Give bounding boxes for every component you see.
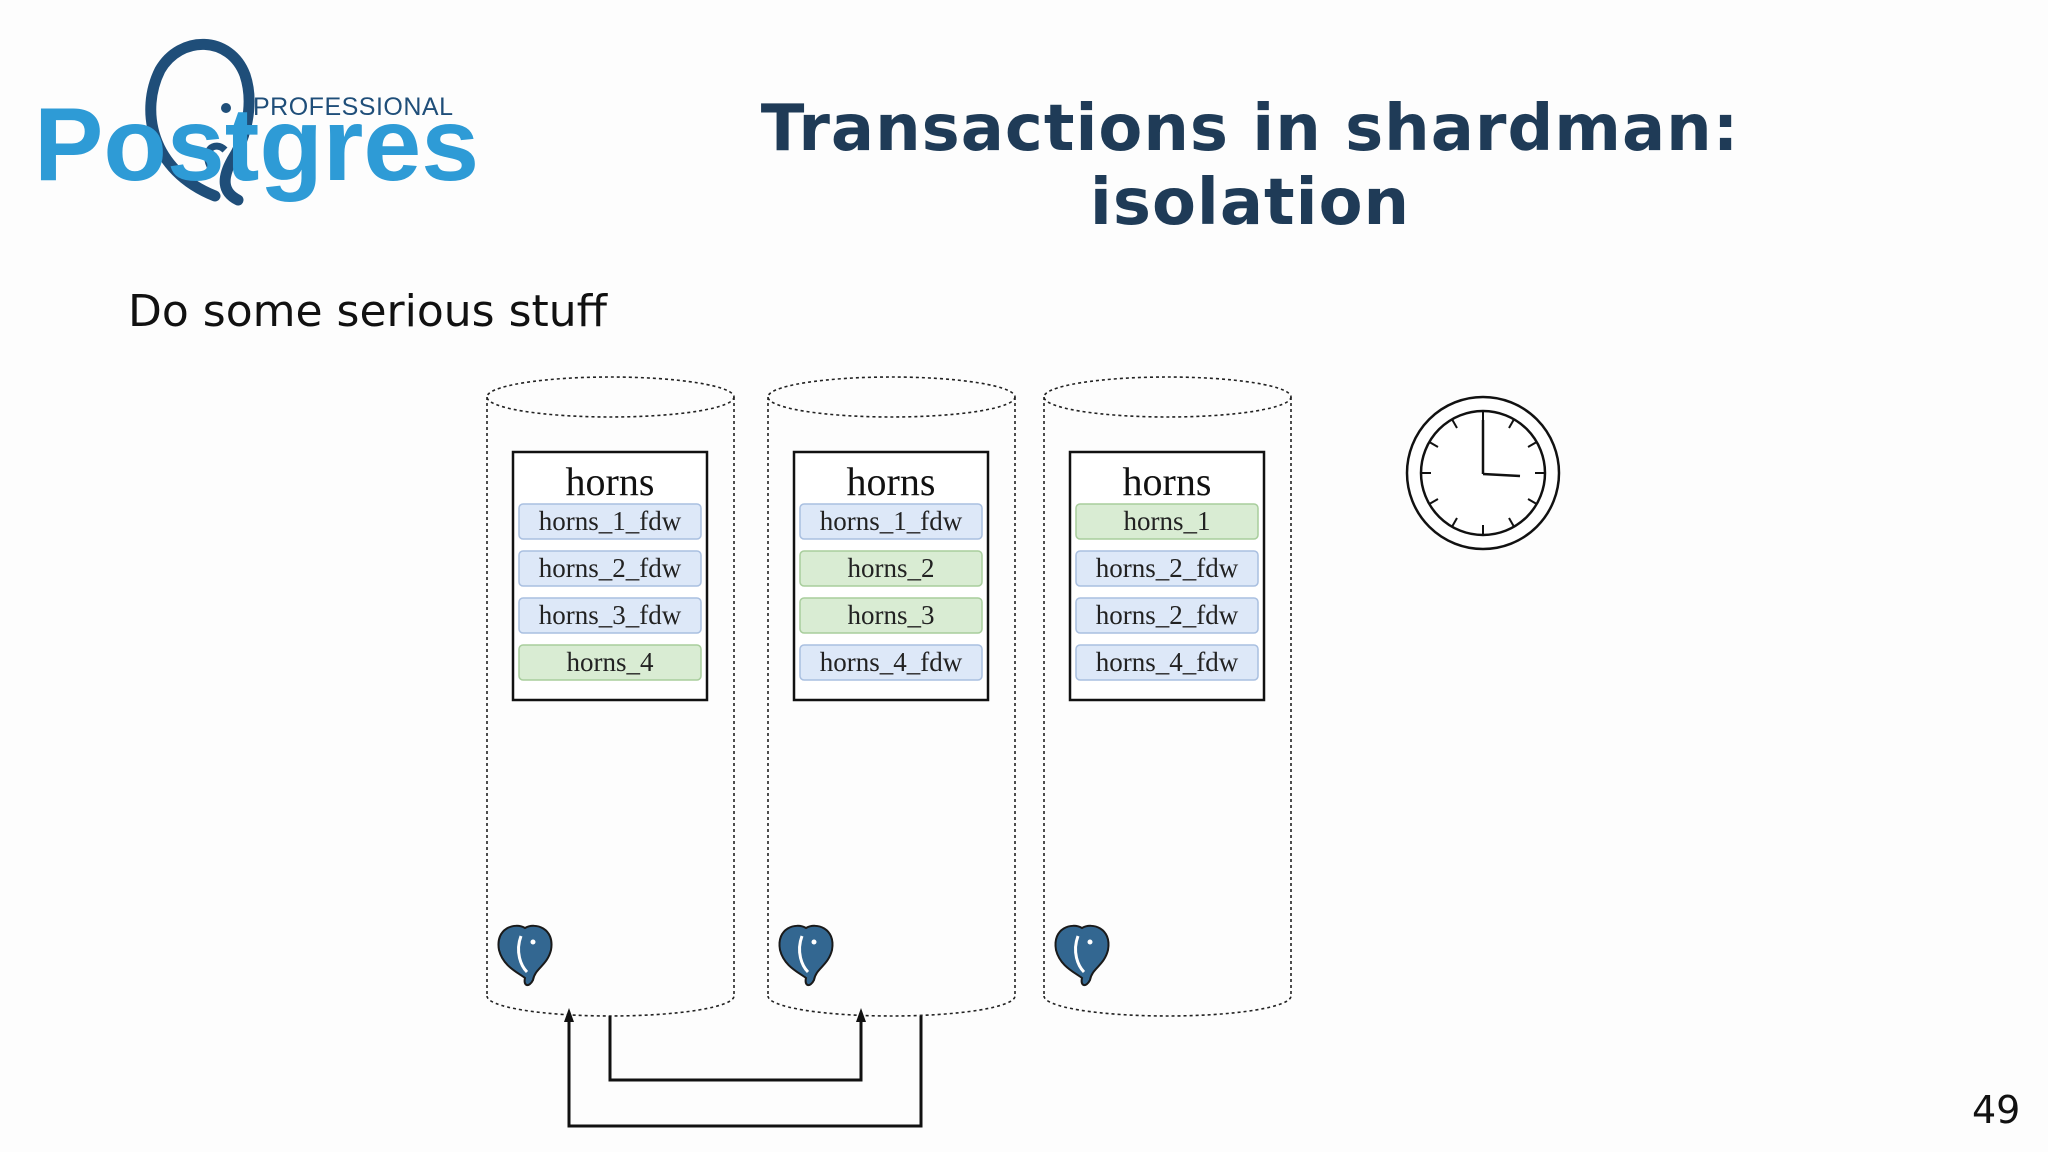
slide-subtitle: Do some serious stuff: [128, 286, 607, 337]
partition-label: horns_4: [567, 647, 654, 677]
logo-wordmark: Postgres: [34, 87, 480, 203]
clock-tick: [1527, 498, 1537, 505]
clock-icon: [1405, 395, 1561, 551]
partition-label: horns_1: [1124, 506, 1211, 536]
partition-label: horns_2_fdw: [539, 553, 682, 583]
elephant-body: [1054, 924, 1110, 986]
partition-foreign: [518, 550, 702, 587]
connection-arrows: [564, 1008, 923, 1128]
partition-foreign: [518, 503, 702, 540]
page-number: 49: [1972, 1088, 2021, 1132]
partition-label: horns_1_fdw: [539, 506, 682, 536]
clock-tick: [1429, 498, 1439, 505]
partition-foreign: [799, 503, 983, 540]
cylinder-bottom: [1043, 995, 1292, 1017]
partition-label: horns_3_fdw: [539, 600, 682, 630]
postgresql-elephant-icon: [497, 924, 553, 986]
elephant-body: [497, 924, 553, 986]
partition-label: horns_2_fdw: [1096, 553, 1239, 583]
postgresql-elephant-icon: [1054, 924, 1110, 986]
partition-local: [799, 550, 983, 587]
partition-label: horns_4_fdw: [1096, 647, 1239, 677]
elephant-eye: [811, 939, 817, 945]
clock-tick: [1508, 419, 1515, 429]
cylinder-bottom: [767, 995, 1016, 1017]
partition-local: [1075, 503, 1259, 540]
partition-label: horns_2_fdw: [1096, 600, 1239, 630]
clock-tick: [1451, 419, 1458, 429]
elephant-eye: [1087, 939, 1093, 945]
table-name: horns: [1123, 459, 1212, 504]
table-name: horns: [847, 459, 936, 504]
clock-tick: [1451, 517, 1458, 527]
partition-label: horns_1_fdw: [820, 506, 963, 536]
logo-tagline: PROFESSIONAL: [253, 93, 454, 121]
arrow-head-node2: [856, 1008, 866, 1022]
clock-tick: [1508, 517, 1515, 527]
partition-local: [518, 644, 702, 681]
partition-label: horns_4_fdw: [820, 647, 963, 677]
cylinder-top: [486, 376, 735, 418]
postgresql-elephant-icon: [778, 924, 834, 986]
clock-hour-hand: [1482, 472, 1521, 478]
partition-foreign: [1075, 597, 1259, 634]
partition-label: horns_3: [848, 600, 935, 630]
arrow-head-node1: [564, 1008, 574, 1022]
cylinder-bottom: [486, 995, 735, 1017]
connection-line-node1-to-node2: [608, 1012, 863, 1082]
elephant-trunk: [798, 935, 810, 974]
elephant-eye: [530, 939, 536, 945]
partition-foreign: [799, 644, 983, 681]
elephant-trunk: [1074, 935, 1086, 974]
cylinder-top: [767, 376, 1016, 418]
partition-foreign: [1075, 644, 1259, 681]
connection-line-node2-to-node1: [567, 1012, 923, 1128]
clock-tick: [1429, 441, 1439, 448]
partition-local: [799, 597, 983, 634]
table-name: horns: [566, 459, 655, 504]
elephant-trunk: [517, 935, 529, 974]
clock-tick: [1527, 441, 1537, 448]
slide-title: Transactions in shardman: isolation: [760, 92, 1740, 240]
partition-foreign: [1075, 550, 1259, 587]
partition-foreign: [518, 597, 702, 634]
partition-label: horns_2: [848, 553, 935, 583]
cylinder-top: [1043, 376, 1292, 418]
elephant-body: [778, 924, 834, 986]
